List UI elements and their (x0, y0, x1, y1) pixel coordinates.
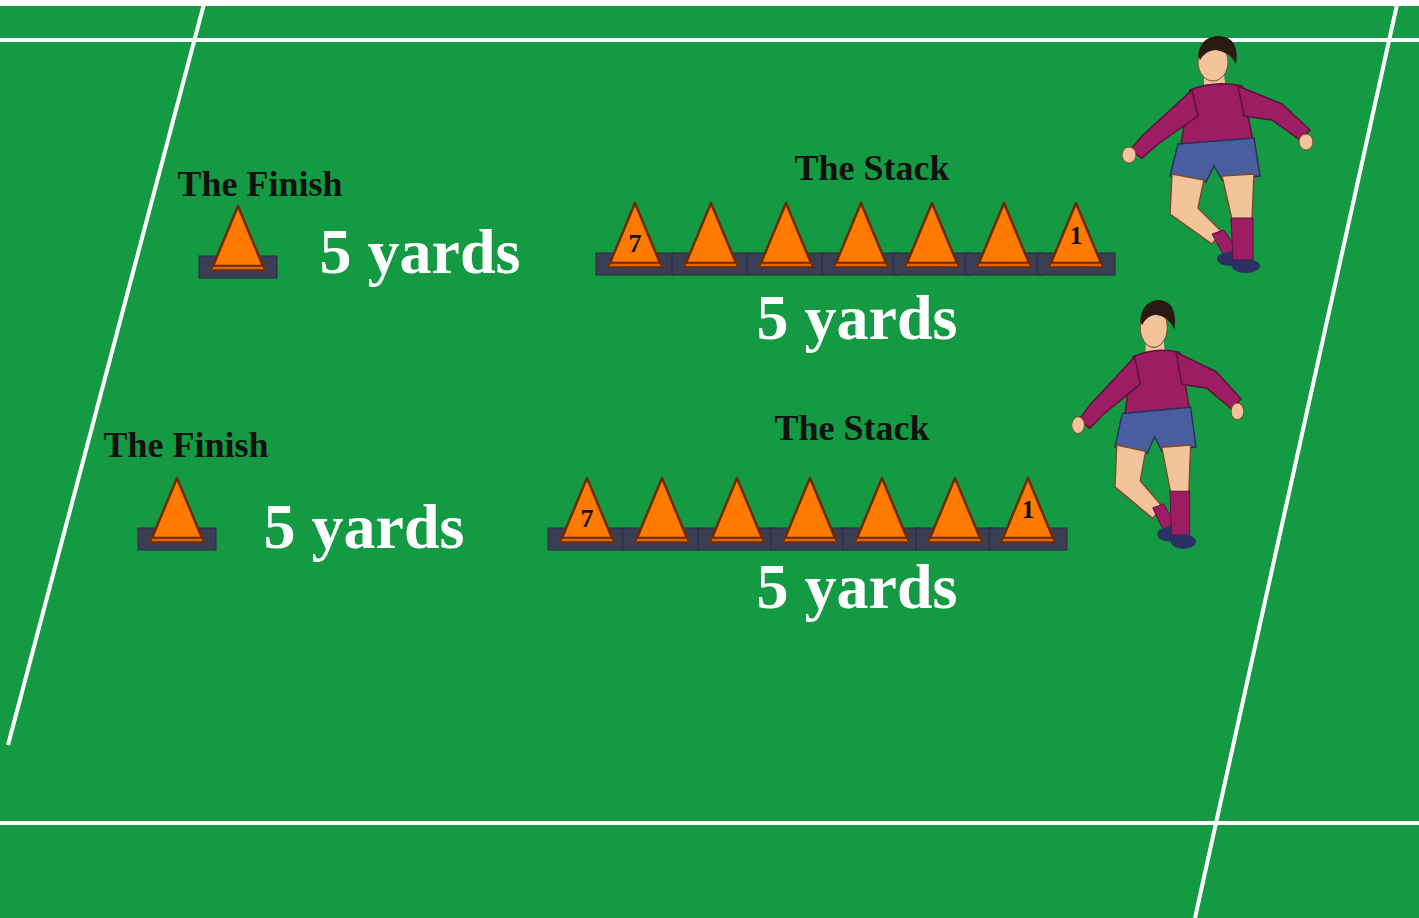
distance-label: 5 yards (757, 286, 958, 350)
cone-number: 7 (629, 231, 642, 257)
field-line (0, 821, 1419, 825)
player-figure (1122, 36, 1313, 273)
finish-cone (199, 206, 277, 278)
stack-cone (672, 203, 750, 275)
stack-cone (916, 478, 994, 550)
stack-cone (1037, 203, 1115, 275)
area-label: The Finish (177, 166, 342, 202)
stack-cone (965, 203, 1043, 275)
field-line (8, 0, 205, 745)
player-figure (1072, 300, 1244, 549)
stack-cone (596, 203, 674, 275)
cone-number: 1 (1022, 497, 1035, 523)
stack-cone (893, 203, 971, 275)
stack-cone (548, 478, 626, 550)
stack-cone (623, 478, 701, 550)
area-label: The Stack (774, 410, 929, 446)
distance-label: 5 yards (320, 220, 521, 284)
player-figure (1122, 36, 1313, 273)
stack-cone (989, 478, 1067, 550)
stack-cone (698, 478, 776, 550)
stack-cone (843, 478, 921, 550)
area-label: The Stack (794, 150, 949, 186)
area-label: The Finish (103, 427, 268, 463)
stack-cone (747, 203, 825, 275)
player-figure (1072, 300, 1244, 549)
cone-number: 7 (581, 506, 594, 532)
top-border (0, 0, 1419, 6)
distance-label: 5 yards (757, 555, 958, 619)
cone-number: 1 (1070, 223, 1083, 249)
stack-cone (771, 478, 849, 550)
finish-cone (138, 478, 216, 550)
distance-label: 5 yards (264, 495, 465, 559)
stack-cone (822, 203, 900, 275)
